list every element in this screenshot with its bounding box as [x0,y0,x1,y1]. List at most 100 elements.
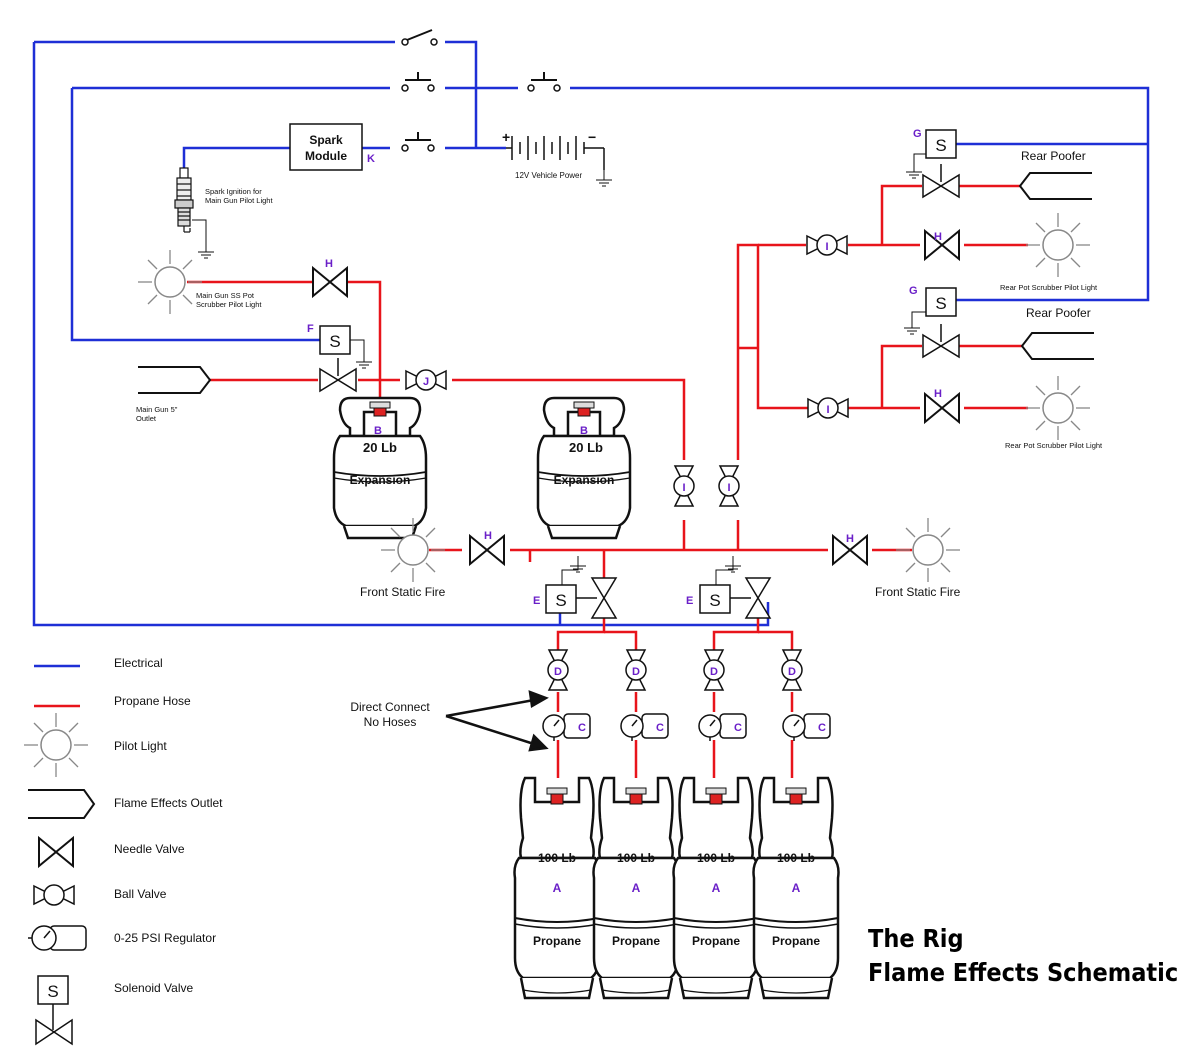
diagram-title-line-2: Flame Effects Schematic [868,958,1179,987]
main-gun-pilot-label-1: Main Gun SS Pot [196,291,255,300]
legend-solenoid-box [37,975,69,1005]
tag-a-1: A [553,881,562,895]
spark-plug-icon [174,167,194,233]
tag-d-2: D [632,666,640,678]
tag-g-lower: G [909,285,918,297]
expansion-tank-1 [332,396,428,540]
solenoid-e-right-box [699,584,731,614]
tag-d-3: D [710,666,718,678]
rear-solenoid-upper-valve-icon [922,163,960,198]
propane-tank-4-label: Propane [772,934,820,948]
legend-ball-icon [33,884,75,906]
legend-regulator-label: 0-25 PSI Regulator [114,931,216,945]
pushbutton-switch-right [527,71,561,92]
expansion-tank-1-label: Expansion [350,473,411,487]
tag-i-rear-upper: I [825,241,828,253]
tag-i-rear-lower: I [826,404,829,416]
propane-tank-1-label: Propane [533,934,581,948]
diagram-title-line-1: The Rig [868,924,964,953]
rear-pot-pilot-upper-icon [1025,212,1091,278]
tag-j: J [423,376,429,388]
rear-solenoid-upper-glyph: S [935,136,946,155]
legend-solenoid-valve-icon [35,1018,73,1046]
solenoid-e-left-valve-icon [576,577,618,619]
rear-solenoid-upper-ground-icon [905,161,923,179]
front-static-fire-right-label: Front Static Fire [875,585,961,599]
rear-poofer-upper-outlet-icon [1019,172,1093,200]
expansion-tank-2-size: 20 Lb [569,440,603,455]
direct-connect-label-2: No Hoses [364,715,417,729]
front-static-fire-left-label: Front Static Fire [360,585,446,599]
tag-c-1: C [578,722,586,734]
front-static-fire-right-pilot-icon [895,517,961,583]
legend-pilot-icon [23,712,89,778]
main-gun-solenoid-box [319,325,351,355]
main-gun-pilot-label-2: Scrubber Pilot Light [196,300,262,309]
solenoid-e-left-box [545,584,577,614]
tag-c-4: C [818,722,826,734]
legend-outlet-label: Flame Effects Outlet [114,796,223,810]
propane-hoses [187,184,1028,778]
tag-f: F [307,323,314,335]
tag-d-4: D [788,666,796,678]
legend-solenoid-glyph: S [47,982,58,1001]
direct-connect-arrows [445,690,549,752]
main-gun-solenoid-valve-icon [319,357,357,392]
spark-module-label-1: Spark [309,133,343,147]
legend-electrical-label: Electrical [114,656,163,670]
legend-needle-label: Needle Valve [114,842,185,856]
rear-needle-upper-icon [924,230,960,260]
tag-c-2: C [656,722,664,734]
tag-h-front-left: H [484,530,492,542]
pushbutton-switch-spark [401,131,435,152]
legend-solenoid-label: Solenoid Valve [114,981,193,995]
main-gun-solenoid-glyph: S [329,332,340,351]
vehicle-power-label: 12V Vehicle Power [515,171,582,180]
expansion-tank-2-label: Expansion [554,473,615,487]
spark-ignition-label-2: Main Gun Pilot Light [205,196,273,205]
solenoid-e-left-glyph: S [555,591,566,610]
rear-solenoid-lower-ground-icon [903,317,921,335]
propane-tank-1-size: 100 Lb [538,851,576,865]
direct-connect-label-1: Direct Connect [350,700,430,714]
propane-tank-3-label: Propane [692,934,740,948]
diagram-title: The Rig Flame Effects Schematic [868,922,1188,990]
electrical-wiring [32,40,1150,627]
tag-e-right: E [686,595,693,607]
tag-b-1: B [374,425,382,437]
tag-i-left: I [682,482,685,494]
main-gun-outlet-label-2: Outlet [136,414,157,423]
spark-plug-ground-icon [197,241,215,259]
rear-poofer-lower-label: Rear Poofer [1026,306,1091,320]
rear-pot-pilot-upper-label: Rear Pot Scrubber Pilot Light [1000,283,1098,292]
tag-a-3: A [712,881,721,895]
expansion-tank-1-size: 20 Lb [363,440,397,455]
tag-a-4: A [792,881,801,895]
pushbutton-switch-left [401,71,435,92]
rear-pot-pilot-lower-label: Rear Pot Scrubber Pilot Light [1005,441,1103,450]
solenoid-e-right-valve-icon [730,577,772,619]
toggle-switch-top [401,29,438,46]
main-gun-needle-valve-icon [312,267,348,297]
legend-propane-label: Propane Hose [114,694,191,708]
rear-solenoid-lower-box [925,287,957,317]
propane-tank-3-size: 100 Lb [697,851,735,865]
tag-h-front-right: H [846,533,854,545]
tag-a-2: A [632,881,641,895]
tag-k: K [367,153,375,165]
propane-tank-2-size: 100 Lb [617,851,655,865]
tag-h-rear-upper: H [934,231,942,243]
main-gun-outlet-label-1: Main Gun 5" [136,405,178,414]
spark-module [289,123,363,171]
tag-i-right: I [727,482,730,494]
rear-poofer-upper-label: Rear Poofer [1021,149,1086,163]
legend-needle-icon [38,837,74,867]
tag-e-left: E [533,595,540,607]
battery [506,136,605,170]
main-gun-solenoid-ground-icon [355,351,373,369]
expansion-tank-2 [536,396,632,540]
tag-c-3: C [734,722,742,734]
rear-poofer-lower-outlet-icon [1021,332,1095,360]
legend-regulator-icon [28,925,87,951]
